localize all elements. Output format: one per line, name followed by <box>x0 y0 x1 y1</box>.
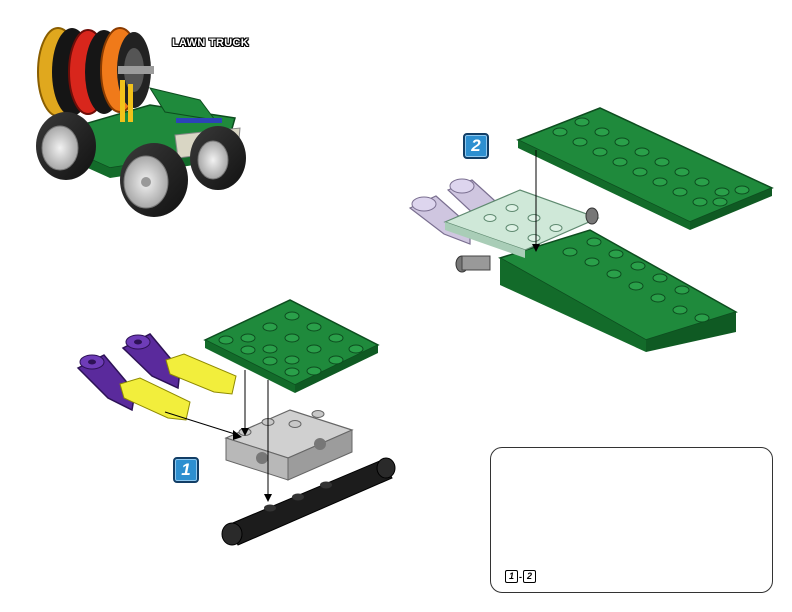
summary-separator: - <box>519 571 522 582</box>
step1-parts <box>76 299 396 546</box>
summary-to-step: 2 <box>523 570 536 583</box>
model-title: LAWN TRUCK <box>172 37 249 49</box>
step2-parts <box>408 107 774 352</box>
lawn-truck-model <box>36 27 246 217</box>
step-1-badge: 1 <box>173 457 199 483</box>
summary-panel <box>490 447 773 593</box>
summary-step-range: 1 - 2 <box>505 570 536 583</box>
summary-from-step: 1 <box>505 570 518 583</box>
step-2-badge: 2 <box>463 133 489 159</box>
